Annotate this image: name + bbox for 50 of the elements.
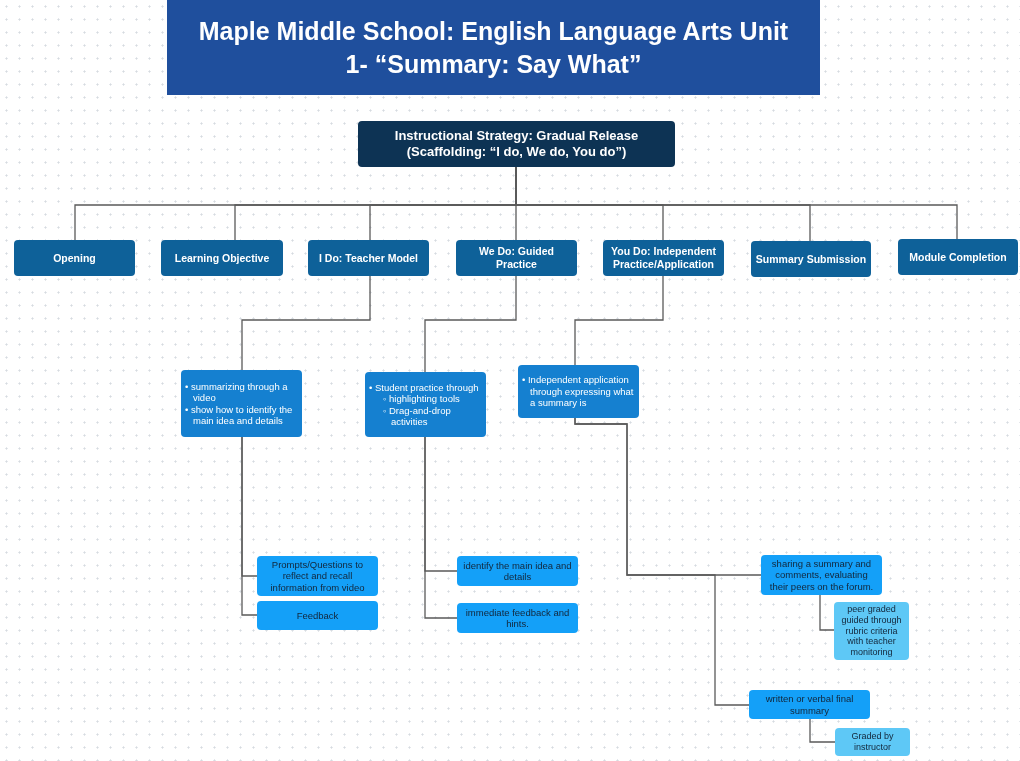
strategy-box xyxy=(358,121,675,167)
task-box xyxy=(749,690,870,719)
node-text: Instructional Strategy: Gradual Release xyxy=(394,128,639,144)
phase-box xyxy=(14,240,135,276)
activity-box xyxy=(518,365,639,418)
activity-box xyxy=(181,370,302,437)
phase-box xyxy=(308,240,429,276)
bullet-text: • show how to identify the main idea and details xyxy=(185,403,294,427)
task-box xyxy=(457,603,578,633)
phase-box xyxy=(603,240,724,276)
phase-box xyxy=(751,241,871,277)
node-text: Graded by instructor xyxy=(850,731,895,753)
bullet-text: • Independent application through expressing what a summary is xyxy=(522,374,635,409)
connector-line xyxy=(574,275,664,366)
node-text: We Do: Guided Practice xyxy=(477,245,556,271)
node-text: I Do: Teacher Model xyxy=(319,251,418,265)
node-text: Learning Objective xyxy=(174,251,270,265)
connector-line xyxy=(424,275,517,373)
node-text: (Scaffolding: “I do, We do, You do”) xyxy=(406,144,627,160)
phase-box xyxy=(898,239,1018,275)
activity-box xyxy=(365,372,486,437)
phase-box xyxy=(161,240,283,276)
node-text: written or verbal final summary xyxy=(764,693,855,716)
node-text: peer graded guided through rubric criteria with teacher monitoring xyxy=(840,604,903,658)
node-text: Module Completion xyxy=(909,250,1007,264)
node-text: Prompts/Questions to reflect and recall information from video xyxy=(269,558,366,594)
node-text: You Do: Independent Practice/Application xyxy=(610,245,717,271)
node-text: sharing a summary and comments, evaluating their peers on the forum. xyxy=(768,557,875,593)
bullet-text: • Student practice through xyxy=(369,381,479,394)
bullet-text: ◦ Drag-and-drop activities xyxy=(382,404,452,428)
task-box xyxy=(761,555,882,595)
connector-line xyxy=(241,436,258,616)
connector-line xyxy=(241,275,371,371)
node-text: Feedback xyxy=(296,609,339,622)
node-text: Opening xyxy=(53,251,96,265)
assessment-box xyxy=(835,728,910,756)
node-text: identify the main idea and details xyxy=(462,559,573,583)
connector-line xyxy=(424,436,458,619)
assessment-box xyxy=(834,602,909,660)
phase-box xyxy=(456,240,577,276)
bullet-text: ◦ highlighting tools xyxy=(382,393,460,405)
bullet-text: • summarizing through a video xyxy=(185,380,289,404)
connector-line xyxy=(574,417,750,706)
title-banner: Maple Middle School: English Language Arts Unit 1- “Summary: Say What” xyxy=(167,0,820,95)
connector-line xyxy=(809,718,836,743)
task-box xyxy=(257,556,378,596)
connector-line xyxy=(819,594,835,631)
node-text: immediate feedback and hints. xyxy=(464,606,571,630)
task-box xyxy=(257,601,378,630)
node-text: Summary Submission xyxy=(755,252,867,266)
